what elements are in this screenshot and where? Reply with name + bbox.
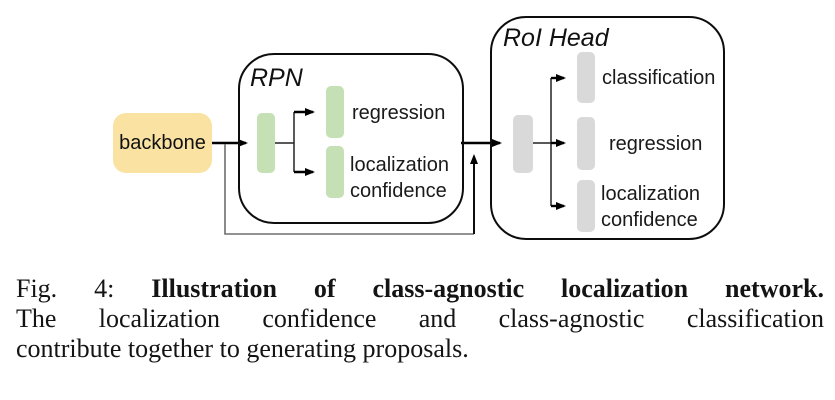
feedback-line — [224, 144, 474, 235]
roi-classification-label: classification — [602, 67, 716, 89]
rpn-regression-label: regression — [352, 102, 446, 124]
roi-head-panel — [490, 16, 725, 240]
caption-line-1: Fig. 4: Illustration of class-agnostic l… — [16, 274, 824, 304]
caption-line-2: The localization confidence and class-ag… — [16, 304, 824, 333]
rpn-locconf-label: localization confidence — [350, 154, 449, 202]
rpn-regression-bar — [326, 86, 344, 138]
diagram-connectors — [212, 74, 566, 235]
backbone-label: backbone — [119, 131, 206, 154]
roi-classification-bar — [577, 52, 595, 103]
figure-caption: Fig. 4: Illustration of class-agnostic l… — [16, 274, 824, 364]
rpn-title: RPN — [250, 64, 303, 92]
roi-head-title: RoI Head — [503, 24, 609, 52]
rpn-panel — [238, 53, 464, 224]
roi-feature-bar — [513, 115, 533, 173]
backbone-node: backbone — [113, 113, 212, 173]
roi-locconf-label: localization confidence — [601, 183, 700, 231]
rpn-feature-bar — [257, 113, 275, 173]
rpn-locconf-bar — [326, 146, 344, 198]
roi-regression-bar — [577, 117, 595, 170]
caption-fig-number: Fig. 4: — [16, 274, 152, 303]
roi-locconf-bar — [577, 180, 595, 232]
caption-bold-title: Illustration of class-agnostic localizat… — [151, 274, 824, 303]
roi-regression-label: regression — [609, 133, 703, 155]
caption-line-3: contribute together to generating propos… — [16, 334, 469, 363]
